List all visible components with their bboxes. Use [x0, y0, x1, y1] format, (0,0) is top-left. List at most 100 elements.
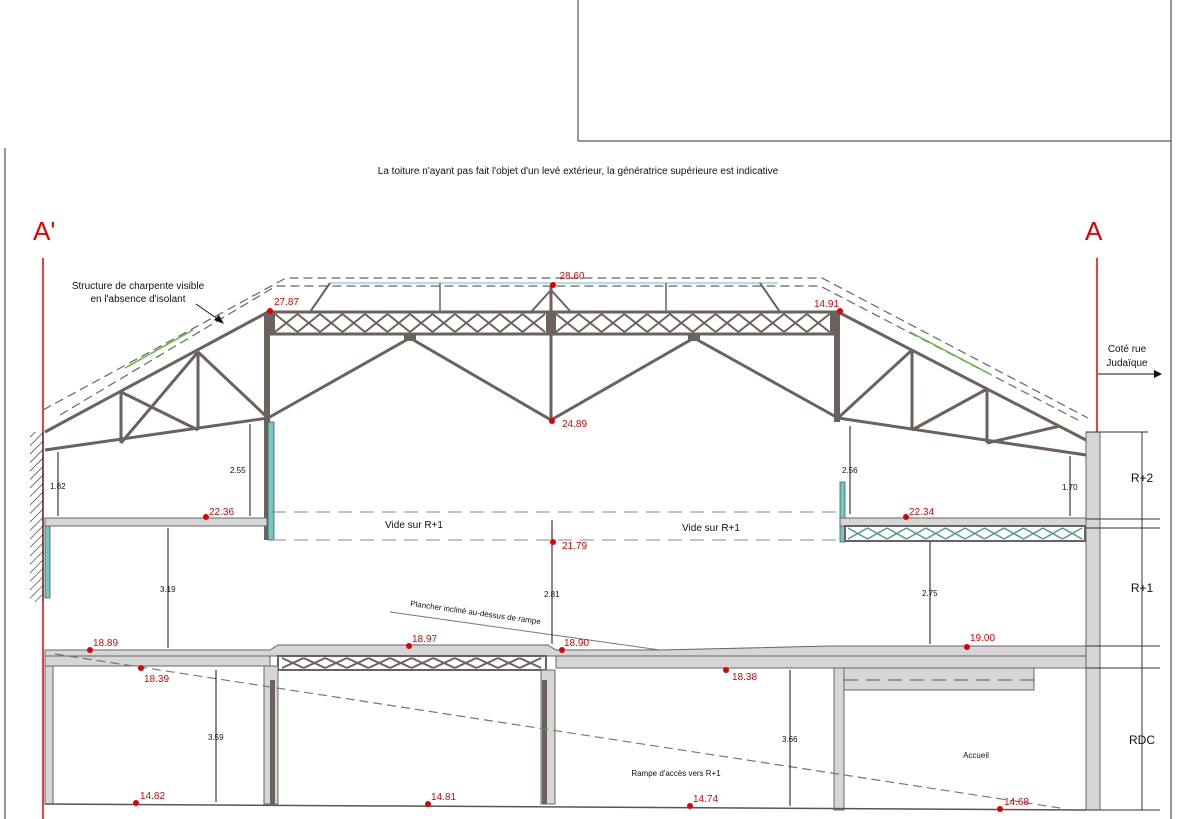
truss-brace: [364, 313, 389, 333]
truss-brace: [296, 313, 321, 333]
truss-brace: [497, 657, 521, 669]
truss-brace: [1023, 527, 1044, 540]
truss-brace: [945, 527, 966, 540]
void-label-left: Vide sur R+1: [385, 520, 443, 531]
truss-brace: [409, 313, 434, 333]
dim-4: 1.70: [1062, 483, 1078, 492]
truss-brace: [984, 527, 1005, 540]
truss-brace: [521, 313, 546, 333]
truss-brace: [669, 313, 694, 333]
dim-5: 3.19: [160, 585, 176, 594]
truss-brace: [454, 313, 479, 333]
ramp-line: [54, 653, 1061, 809]
elev-r1-d: 19.00: [970, 633, 995, 644]
void-lines: [272, 511, 838, 541]
truss-brace: [475, 657, 499, 669]
elev-ridge: 28.60: [559, 271, 584, 282]
truss-brace: [806, 313, 831, 333]
dim-1: 1.82: [50, 482, 66, 491]
elev-gf-a: 14.82: [140, 791, 165, 802]
truss-brace: [578, 313, 603, 333]
elev-gf-b: 14.81: [431, 792, 456, 803]
level-r2: R+2: [1131, 471, 1154, 485]
r2-slab-left: [44, 517, 268, 527]
structure-note-line2: en l'absence d'isolant: [91, 294, 186, 305]
dim-3: 2.56: [842, 466, 858, 475]
street-label-line2: Judaïque: [1106, 358, 1148, 369]
dim-6: 2.81: [544, 590, 560, 599]
ground-floor-line: [44, 803, 1087, 811]
truss-brace: [867, 527, 888, 540]
elev-gf-d: 14.68: [1004, 797, 1029, 808]
void-label-right: Vide sur R+1: [682, 523, 740, 534]
truss-brace: [714, 313, 740, 333]
right-facade-wall: [1085, 431, 1101, 811]
insulation-strip-left: [267, 421, 275, 541]
truss-brace: [386, 313, 411, 333]
truss-brace: [389, 657, 413, 669]
level-band: [1086, 431, 1160, 811]
reception-label: Accueil: [963, 751, 989, 760]
section-mark-right-label: A: [1085, 216, 1103, 246]
truss-brace: [600, 313, 626, 333]
elev-r1-a: 18.89: [93, 638, 118, 649]
roof-green-right: [909, 331, 991, 375]
truss-brace: [925, 527, 946, 540]
elev-r1-b: 18.97: [412, 634, 437, 645]
truss-brace: [555, 313, 580, 333]
r2-slab-right: [839, 517, 1087, 542]
truss-brace: [274, 313, 299, 333]
header-note: La toiture n'ayant pas fait l'objet d'un…: [378, 166, 779, 177]
elev-r2-left: 22.36: [209, 507, 234, 518]
truss-brace: [411, 657, 434, 669]
dim-7: 2.75: [922, 589, 938, 598]
truss-brace: [886, 527, 907, 540]
arrow-right-icon: [1154, 370, 1162, 378]
truss-brace: [454, 657, 477, 669]
insulation-strip-far-left: [44, 525, 51, 599]
elev-r2-right: 22.34: [909, 507, 934, 518]
rdc-truss: [277, 655, 547, 671]
street-direction: Coté rue Judaïque: [1098, 344, 1162, 378]
dimension-lines: [57, 424, 1071, 806]
ramp-label: Rampe d'accès vers R+1: [631, 769, 721, 778]
elev-truss-low: 24.89: [562, 419, 587, 430]
r1-slab: [44, 644, 1087, 669]
truss-brace: [760, 313, 785, 333]
elev-truss-right: 14.91: [814, 299, 839, 310]
elev-void-mid: 21.79: [562, 541, 587, 552]
left-roof-truss: [44, 310, 270, 452]
truss-brace: [367, 657, 391, 669]
inclined-floor-line: [389, 611, 661, 651]
elev-truss-left: 27.87: [274, 297, 299, 308]
elevation-markers: 28.60 27.87 14.91 24.89 22.36 22.34 21.7…: [87, 271, 1029, 812]
leader-arrow-icon: [214, 315, 224, 324]
truss-brace: [324, 657, 348, 669]
truss-brace: [1062, 527, 1083, 540]
truss-brace: [783, 313, 808, 333]
truss-brace: [499, 313, 524, 333]
truss-brace: [623, 313, 648, 333]
truss-brace: [303, 657, 326, 669]
right-roof-truss: [836, 310, 1087, 457]
left-wall-hatch: [30, 432, 43, 602]
elev-ceil-b: 18.38: [732, 672, 757, 683]
elev-r1-c: 18.90: [564, 638, 589, 649]
dim-2: 2.55: [230, 466, 246, 475]
rdc-walls: [44, 665, 1035, 811]
truss-brace: [646, 313, 671, 333]
inclined-floor-label: Plancher incliné au-dessus de rampe: [410, 599, 542, 626]
truss-brace: [964, 527, 985, 540]
roof-green-left: [124, 329, 194, 369]
dim-8: 3.59: [208, 733, 224, 742]
section-mark-left-label: A': [33, 216, 55, 246]
truss-brace: [692, 313, 717, 333]
truss-brace: [319, 313, 344, 333]
title-block-frame: [4, 0, 1172, 819]
truss-brace: [1042, 527, 1063, 540]
level-r1: R+1: [1131, 581, 1154, 595]
elev-gf-c: 14.74: [693, 794, 718, 805]
truss-brace: [476, 313, 501, 333]
main-truss: [264, 282, 840, 540]
